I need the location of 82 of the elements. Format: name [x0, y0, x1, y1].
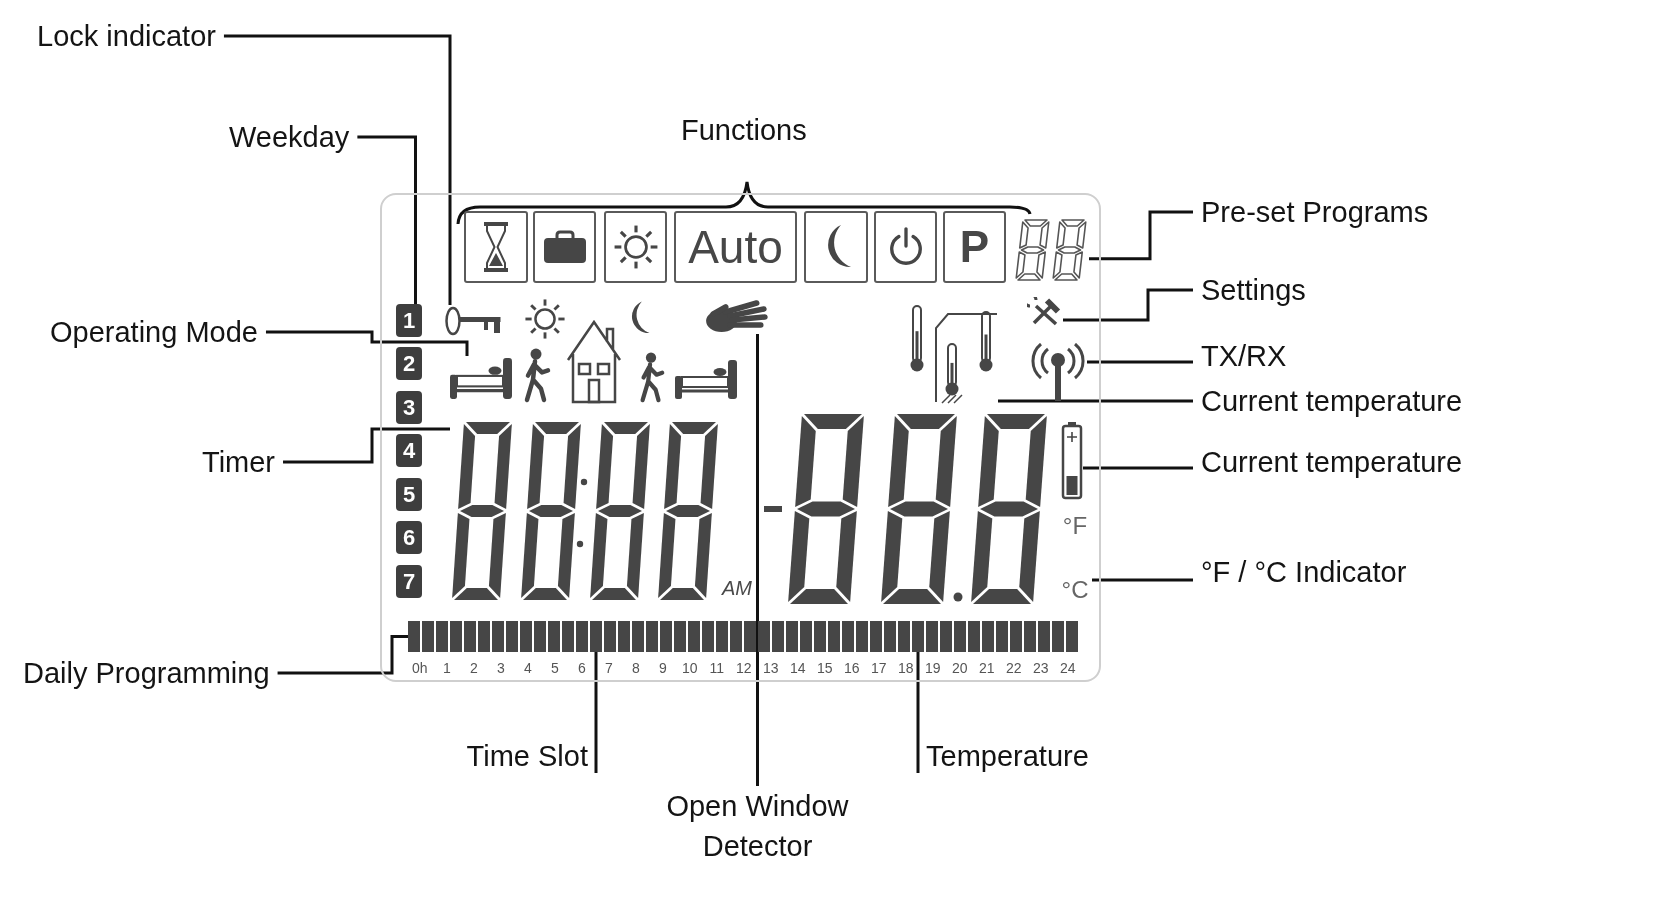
- leader-line: [594, 652, 598, 773]
- bed-icon: [449, 356, 513, 400]
- am-label: AM: [722, 577, 752, 599]
- weekday-indicator: 3: [396, 391, 422, 424]
- callout-label: Operating Mode: [50, 315, 258, 349]
- leader-line: [277, 635, 408, 675]
- weekday-indicator: 6: [396, 521, 422, 554]
- leader-line: [756, 334, 759, 786]
- callout-label: Current temperature: [1201, 445, 1463, 479]
- hour-label: 3: [497, 660, 505, 676]
- antenna-icon: [1029, 343, 1087, 401]
- hour-label: 13: [763, 660, 779, 676]
- callout-label: Temperature: [926, 739, 1089, 773]
- bar-segment: [590, 621, 602, 652]
- mode-indicator: P: [943, 211, 1006, 283]
- callout-label: Weekday: [229, 120, 350, 154]
- program-bar: [408, 621, 1080, 652]
- weekday-indicator: 2: [396, 347, 422, 380]
- tools-icon: [1027, 297, 1063, 327]
- hour-label: 2: [470, 660, 478, 676]
- mode-indicator: [874, 211, 937, 283]
- hour-label: 9: [659, 660, 667, 676]
- hour-label: 7: [605, 660, 613, 676]
- leader-line: [265, 330, 469, 356]
- hour-label: 1: [443, 660, 451, 676]
- callout-label: Current temperature: [1201, 384, 1463, 418]
- hour-label: 14: [790, 660, 806, 676]
- seven-segment-digits: [1013, 219, 1089, 281]
- lcd-panel: [380, 193, 1101, 682]
- leader-line: [916, 652, 920, 773]
- bar-segment: [912, 621, 924, 652]
- leader-line: [283, 427, 450, 464]
- hour-label: 0h: [412, 660, 428, 676]
- callout-label: Timer: [202, 445, 276, 479]
- leader-line: [357, 135, 417, 304]
- callout-label: Open Window Detector: [647, 786, 868, 866]
- callout-label: Time Slot: [466, 739, 588, 773]
- leader-line: [1092, 578, 1193, 582]
- unit-label: °F: [1062, 512, 1088, 540]
- leader-line: [998, 399, 1193, 403]
- hour-label: 17: [871, 660, 887, 676]
- hour-label: 4: [524, 660, 532, 676]
- leader-line: [1063, 288, 1193, 322]
- leader-line: [1083, 466, 1193, 470]
- callout-label: Lock indicator: [37, 19, 216, 53]
- callout-label: TX/RX: [1201, 339, 1287, 373]
- unit-label: °C: [1061, 576, 1089, 604]
- hour-label: 10: [682, 660, 698, 676]
- hour-label: 18: [898, 660, 914, 676]
- mode-indicator: [464, 211, 528, 283]
- callout-label: °F / °C Indicator: [1201, 555, 1407, 589]
- hour-label: 12: [736, 660, 752, 676]
- battery-icon: [1061, 422, 1083, 500]
- leader-line: [1087, 360, 1193, 364]
- weekday-indicator: 5: [396, 478, 422, 511]
- mode-indicator: [533, 211, 596, 283]
- hour-label: 22: [1006, 660, 1022, 676]
- hour-label: 19: [925, 660, 941, 676]
- leader-line: [1089, 210, 1193, 261]
- weekday-indicator: 4: [396, 434, 422, 467]
- hour-label: 20: [952, 660, 968, 676]
- hour-label: 8: [632, 660, 640, 676]
- leader-line: [223, 34, 452, 305]
- mode-indicator: [604, 211, 667, 283]
- hour-label: 5: [551, 660, 559, 676]
- mode-indicator: Auto: [674, 211, 797, 283]
- hour-label: 16: [844, 660, 860, 676]
- weekday-indicator: 1: [396, 304, 422, 337]
- key-icon: [444, 305, 502, 337]
- callout-label: Daily Programming: [23, 656, 270, 690]
- callout-label: Settings: [1201, 273, 1306, 307]
- hour-label: 23: [1033, 660, 1049, 676]
- hand-icon: [703, 298, 769, 334]
- hour-label: 24: [1060, 660, 1076, 676]
- hour-label: 6: [578, 660, 586, 676]
- hour-label: 15: [817, 660, 833, 676]
- mode-indicator: [804, 211, 868, 283]
- callout-label: Pre-set Programs: [1201, 195, 1429, 229]
- hour-label: 11: [709, 660, 725, 676]
- callout-label: Functions: [681, 113, 807, 147]
- weekday-indicator: 7: [396, 565, 422, 598]
- hour-label: 21: [979, 660, 995, 676]
